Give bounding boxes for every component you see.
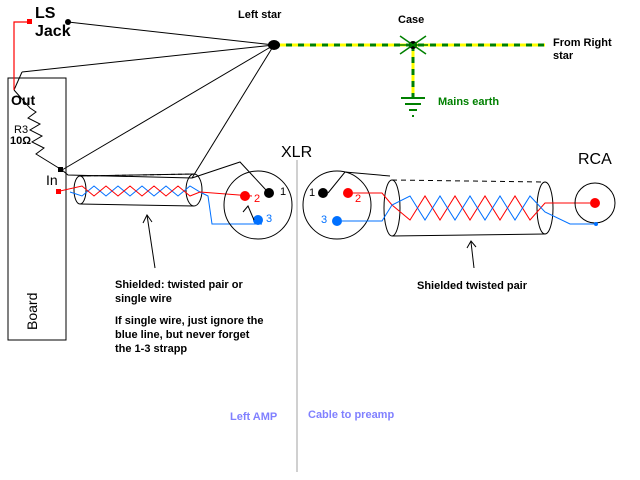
rca-center-pin xyxy=(590,198,600,208)
single-wire-note-line1: If single wire, just ignore the xyxy=(115,315,264,327)
amp-board xyxy=(7,77,67,341)
star-ground-wires xyxy=(13,21,275,179)
case-label: Case xyxy=(398,14,425,26)
xlr-left-pin2-label: 2 xyxy=(254,193,261,205)
r3-value-label: 10Ω xyxy=(10,135,32,147)
single-wire-note-line2: blue line, but never forget xyxy=(115,329,250,341)
xlr-left-pin3-label: 3 xyxy=(266,213,273,225)
pointer-arrows xyxy=(142,214,477,269)
xlr-right-pin1 xyxy=(318,188,328,198)
mains-earth-symbol xyxy=(401,97,425,117)
board-label: Board xyxy=(24,292,40,330)
right-twisted-pair xyxy=(342,192,596,225)
xlr-left-pin3 xyxy=(253,215,263,225)
xlr-label: XLR xyxy=(281,144,313,161)
board-out-label: Out xyxy=(11,92,36,108)
left-amp-label: Left AMP xyxy=(230,411,278,423)
board-in-label: In xyxy=(46,172,58,188)
shielded-note-line2: single wire xyxy=(115,293,172,305)
ls-jack-label-line1: LS xyxy=(35,5,56,22)
left-twisted-pair xyxy=(59,185,262,225)
r3-label: R3 xyxy=(14,124,29,136)
board-in-point xyxy=(58,167,63,172)
cable-to-preamp-label: Cable to preamp xyxy=(308,409,395,421)
shielded-twisted-pair-label: Shielded twisted pair xyxy=(417,280,528,292)
from-right-star-line2: star xyxy=(553,50,574,62)
earth-bus xyxy=(274,43,545,98)
xlr-left-pin2 xyxy=(240,191,250,201)
rca-shield-point xyxy=(594,222,598,226)
rca-connector xyxy=(574,182,616,226)
case-node xyxy=(398,35,428,55)
rca-label: RCA xyxy=(578,151,612,168)
xlr-right-pin2-label: 2 xyxy=(355,193,362,205)
board-in-hot xyxy=(56,189,61,194)
single-wire-note-line3: the 1-3 strapp xyxy=(115,343,188,355)
mains-earth-label: Mains earth xyxy=(438,96,500,108)
xlr-left-pin1-label: 1 xyxy=(280,186,287,198)
ls-jack-label-line2: Jack xyxy=(35,23,71,40)
r3-resistor xyxy=(13,89,63,171)
xlr-right-pin1-label: 1 xyxy=(309,187,316,199)
from-right-star-line1: From Right xyxy=(553,37,612,49)
left-star-label: Left star xyxy=(238,9,282,21)
xlr-left-pin1 xyxy=(264,188,274,198)
xlr-right-pin2 xyxy=(343,188,353,198)
xlr-right-connector xyxy=(302,170,391,240)
left-cable-shield xyxy=(73,173,203,207)
xlr-right-pin3 xyxy=(332,216,342,226)
xlr-left-connector xyxy=(191,161,293,240)
shielded-note-line1: Shielded: twisted pair or xyxy=(115,279,243,291)
xlr-right-pin3-label: 3 xyxy=(321,214,328,226)
right-cable-shield xyxy=(383,179,554,237)
ls-jack-hot-wire xyxy=(13,19,71,90)
